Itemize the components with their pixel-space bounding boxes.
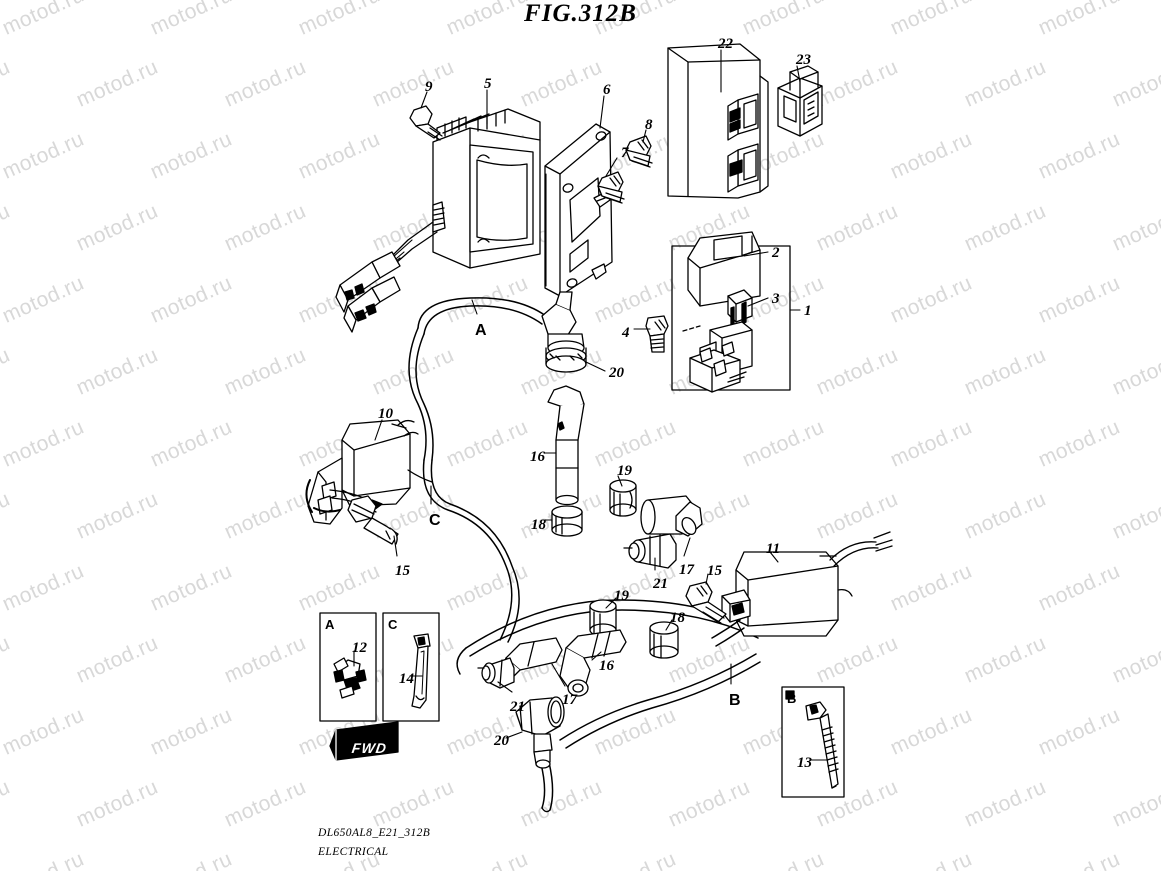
part-cord-16-upper	[547, 385, 585, 506]
fwd-marker	[329, 721, 399, 761]
fwd-label: FWD	[350, 740, 389, 756]
callout-high-tension-cord: 16	[530, 449, 545, 465]
callout-clamp: 12	[352, 640, 367, 656]
callout-ignition-coil-front: 10	[378, 406, 393, 422]
callout-bolt: 15	[707, 563, 722, 579]
callout-starter-relay-assembly: 1	[804, 303, 812, 319]
part-bolt-15-rear	[685, 581, 727, 624]
callout-bolt: 9	[425, 79, 433, 95]
callout-bolt: 8	[645, 117, 653, 133]
callout-cable-tie: 13	[797, 755, 812, 771]
callout-ecu-connector: 23	[796, 52, 811, 68]
callout-regulator-rectifier: 5	[484, 76, 492, 92]
callout-relay-cover: 2	[772, 245, 780, 261]
part-ring-19-upper	[609, 479, 637, 517]
page-title: FIG.312B	[524, 0, 637, 27]
part-ignition-coil-front	[305, 419, 433, 525]
detail-box-a	[319, 612, 377, 722]
section-ref-a: A	[475, 322, 487, 339]
part-bolt-7	[597, 171, 625, 204]
callout-seal: 18	[531, 517, 546, 533]
callout-ring: 19	[617, 463, 632, 479]
footer-section: ELECTRICAL	[318, 846, 389, 858]
callout-bolt: 7	[621, 145, 629, 161]
part-plug-cap-20-lower	[515, 696, 565, 769]
part-ecu-connector	[777, 65, 823, 137]
part-ignition-coil-rear	[711, 531, 893, 647]
callout-ecu: 22	[718, 36, 733, 52]
callout-spark-plug-cap: 17	[679, 562, 694, 578]
part-starter-relay-assembly	[671, 231, 791, 393]
footer-block: DL650AL8_E21_312B ELECTRICAL	[318, 824, 430, 862]
title-block: FIG.312B	[0, 0, 1161, 28]
callout-band: 14	[399, 671, 414, 687]
callout-bolt: 4	[622, 325, 630, 341]
section-ref-b: B	[729, 692, 741, 709]
part-bolt-8	[625, 135, 653, 168]
callout-boot: 21	[653, 576, 668, 592]
part-bolt-4	[645, 315, 669, 353]
part-plug-cap-17-middle	[640, 495, 703, 537]
cable-a	[408, 297, 547, 643]
footer-code: DL650AL8_E21_312B	[318, 827, 431, 839]
callout-high-tension-cord: 16	[599, 658, 614, 674]
detail-box-label-c: C	[388, 617, 398, 632]
part-seal-18-lower	[649, 621, 679, 659]
part-regulator-rectifier	[432, 108, 541, 269]
callout-spark-plug-cap: 17	[562, 692, 577, 708]
callout-seal: 18	[670, 610, 685, 626]
part-regulator-bracket	[544, 123, 613, 297]
part-seal-18-upper	[551, 505, 583, 537]
part-bolt-9	[409, 105, 443, 141]
part-ecu	[667, 43, 769, 199]
callout-ignition-coil-rear: 11	[766, 541, 781, 557]
part-plug-cap-20-upper	[541, 291, 587, 373]
detail-box-b	[781, 686, 845, 798]
part-regulator-harness	[335, 221, 438, 333]
section-ref-c: C	[429, 512, 441, 529]
detail-box-c	[382, 612, 440, 722]
callout-plug-cap: 20	[494, 733, 509, 749]
callout-plug-cap: 20	[609, 365, 624, 381]
callout-boot: 21	[510, 699, 525, 715]
part-boot-21-middle	[623, 533, 677, 569]
callout-regulator-bracket: 6	[603, 82, 611, 98]
callout-bolt: 15	[395, 563, 410, 579]
part-boot-21-lower	[477, 657, 515, 689]
callout-fuse: 3	[772, 291, 780, 307]
detail-box-label-a: A	[325, 617, 335, 632]
part-cord-16-lower	[559, 629, 627, 697]
callout-ring: 19	[614, 588, 629, 604]
detail-box-label-b: B	[787, 691, 797, 706]
